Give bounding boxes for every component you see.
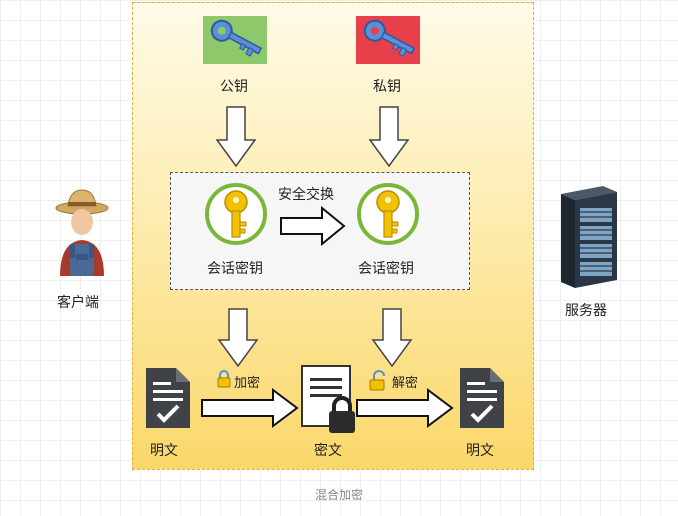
plaintext-document-icon	[146, 368, 190, 428]
session-key-icon	[357, 183, 419, 245]
ciphertext-document-icon	[301, 365, 355, 433]
public-key-icon	[203, 16, 267, 64]
down-arrow-icon	[371, 308, 413, 368]
right-arrow-icon	[280, 205, 346, 247]
session-key-label-right: 会话密钥	[358, 261, 414, 277]
decrypt-label: 解密	[392, 376, 419, 391]
down-arrow-icon	[368, 106, 410, 168]
server-label: 服务器	[565, 303, 607, 319]
right-arrow-icon	[356, 388, 454, 428]
session-key-label-left: 会话密钥	[207, 261, 263, 277]
lock-icon	[217, 370, 231, 388]
diagram-caption: 混合加密	[314, 488, 363, 502]
server-icon	[561, 186, 617, 288]
encrypt-label: 加密	[234, 376, 261, 391]
unlock-icon	[369, 370, 385, 391]
down-arrow-icon	[215, 106, 257, 168]
private-key-label: 私钥	[373, 79, 401, 95]
ciphertext-label: 密文	[314, 443, 342, 459]
plaintext-label-left: 明文	[150, 443, 178, 459]
plaintext-label-right: 明文	[466, 443, 494, 459]
right-arrow-icon	[201, 388, 299, 428]
private-key-icon	[356, 16, 420, 64]
session-key-icon	[205, 183, 267, 245]
public-key-label: 公钥	[220, 79, 248, 95]
client-user-icon	[55, 189, 109, 276]
client-label: 客户端	[57, 295, 99, 311]
plaintext-document-icon	[460, 368, 504, 428]
secure-exchange-label: 安全交换	[278, 187, 334, 203]
down-arrow-icon	[217, 308, 259, 368]
